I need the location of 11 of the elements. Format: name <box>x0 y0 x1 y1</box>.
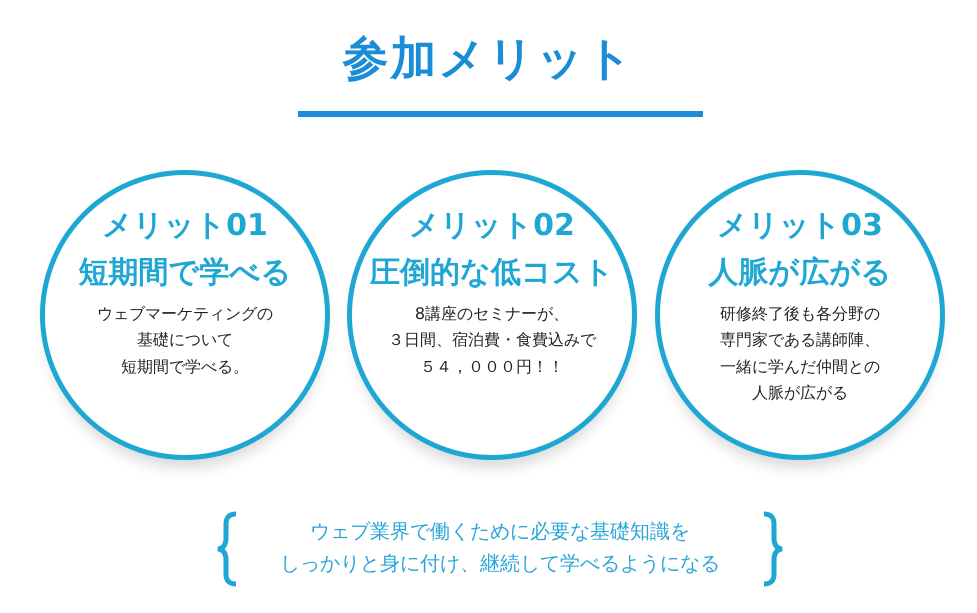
merit-heading: 短期間で学べる <box>78 254 292 292</box>
merit-description: 8講座のセミナーが、３日間、宿泊費・食費込みで５４，０００円！！ <box>388 303 596 378</box>
merit-number: メリット02 <box>409 207 575 245</box>
merit-number: メリット03 <box>717 207 883 245</box>
merit-number: メリット01 <box>102 207 268 245</box>
title: 参加メリット <box>341 30 636 87</box>
merit-heading: 圧倒的な低コスト <box>370 254 614 292</box>
merit-description: ウェブマーケティングの基礎について短期間で学べる。 <box>97 303 273 378</box>
merit-description: 研修終了後も各分野の専門家である講師陣、一緒に学んだ仲間との人脈が広がる <box>720 303 880 404</box>
summary-text: ウェブ業界で働くために必要な基礎知識をしっかりと身に付け、継続して学べるようになる <box>279 518 721 577</box>
merit-heading: 人脈が広がる <box>708 254 892 292</box>
